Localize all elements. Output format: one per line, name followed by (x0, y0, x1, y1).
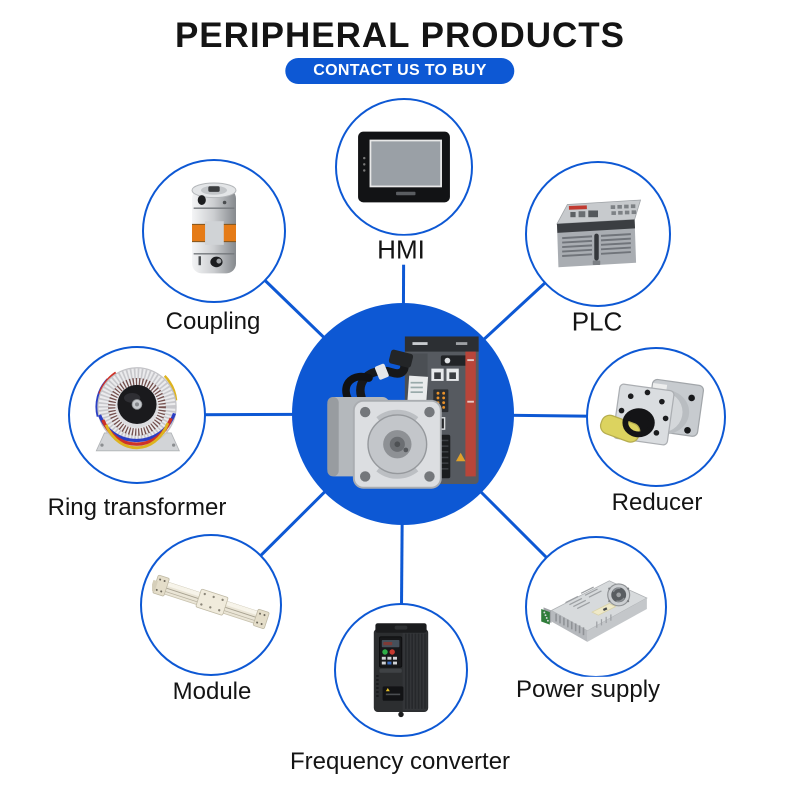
product-circle-ring-transformer[interactable] (68, 346, 206, 484)
product-circle-coupling[interactable] (142, 159, 286, 303)
center-hub-circle (292, 303, 514, 525)
label-coupling: Coupling (160, 308, 266, 336)
label-plc: PLC (566, 308, 628, 337)
module-product-image (152, 574, 270, 629)
label-frequency-converter: Frequency converter (284, 748, 516, 776)
frequency-converter-product-image (373, 623, 429, 718)
contact-us-button[interactable]: CONTACT US TO BUY (285, 58, 515, 84)
label-module: Module (167, 678, 257, 706)
label-ring-transformer: Ring transformer (42, 494, 232, 522)
servo-motor-and-drive-image (327, 336, 479, 489)
reducer-product-image (599, 378, 705, 446)
power-supply-product-image (541, 580, 648, 642)
ring-transformer-product-image (95, 367, 180, 452)
plc-product-image (556, 199, 642, 268)
product-circle-reducer[interactable] (586, 347, 726, 487)
product-circle-module[interactable] (140, 534, 282, 676)
label-power-supply: Power supply (510, 676, 666, 704)
product-circle-hmi[interactable] (335, 98, 473, 236)
hmi-product-image (358, 131, 450, 203)
label-reducer: Reducer (606, 489, 708, 517)
page-title: PERIPHERAL PRODUCTS (174, 16, 626, 55)
product-circle-frequency-converter[interactable] (334, 603, 468, 737)
product-circle-plc[interactable] (525, 161, 671, 307)
product-circle-power-supply[interactable] (525, 536, 667, 678)
coupling-product-image (191, 182, 237, 274)
label-hmi: HMI (372, 236, 430, 265)
